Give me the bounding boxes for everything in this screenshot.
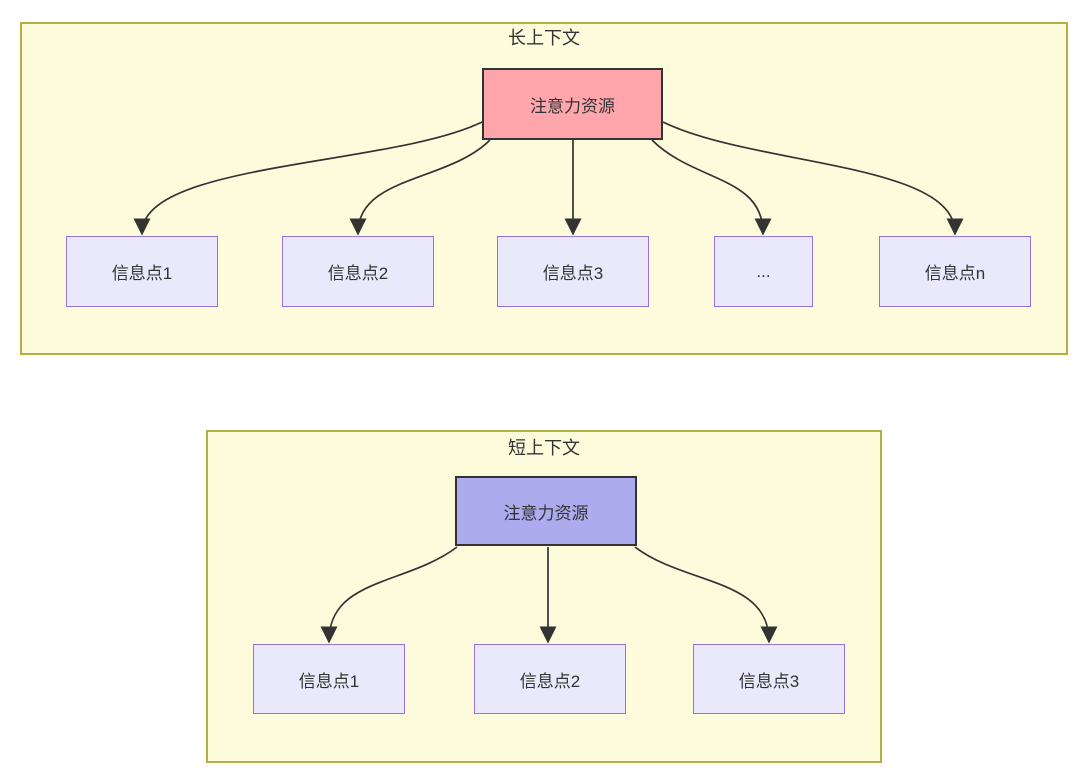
- short-context-title: 短上下文: [508, 438, 580, 458]
- info-node-long-1: 信息点1: [66, 236, 218, 307]
- info-node-long-n: 信息点n: [879, 236, 1031, 307]
- long-context-title: 长上下文: [508, 28, 580, 48]
- info-node-short-1: 信息点1: [253, 644, 405, 714]
- attention-resource-node-short: 注意力资源: [455, 476, 637, 546]
- info-node-long-2: 信息点2: [282, 236, 434, 307]
- attention-resource-node-long: 注意力资源: [482, 68, 663, 140]
- info-node-long-3: 信息点3: [497, 236, 649, 307]
- info-node-short-2: 信息点2: [474, 644, 626, 714]
- info-node-short-3: 信息点3: [693, 644, 845, 714]
- info-node-long-ellipsis: ...: [714, 236, 813, 307]
